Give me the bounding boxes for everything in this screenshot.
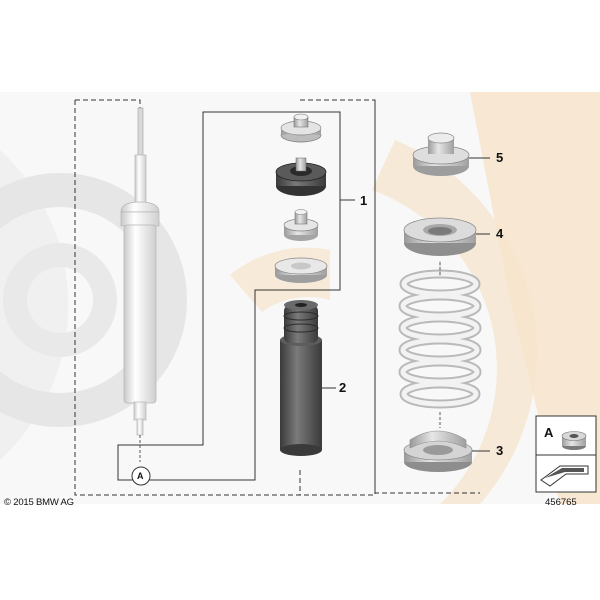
callout-1: 1 xyxy=(360,193,368,208)
part-2-dust-boot xyxy=(280,300,322,456)
copyright-text: © 2015 BMW AG xyxy=(4,497,74,508)
part-4-spring-pad xyxy=(403,217,477,256)
inset-panel xyxy=(535,415,597,493)
inset-label-a: A xyxy=(544,425,554,440)
callout-5: 5 xyxy=(496,150,504,165)
callout-3: 3 xyxy=(496,443,504,458)
part-1-support-plate xyxy=(274,257,328,283)
callout-4: 4 xyxy=(496,226,504,241)
part-1-hex-nut xyxy=(280,113,322,143)
callout-2: 2 xyxy=(339,380,347,395)
part-1-bushing xyxy=(283,209,319,241)
reference-number: 456765 xyxy=(545,497,577,508)
kit-bracket xyxy=(117,111,355,481)
inset-nut-icon xyxy=(561,431,587,450)
shock-absorber xyxy=(120,107,160,462)
coil-spring xyxy=(398,261,482,409)
dashed-frame xyxy=(74,99,480,496)
part-1-dark-mount xyxy=(275,157,327,196)
detail-marker-a xyxy=(131,466,151,486)
part-3-spring-seat xyxy=(403,412,473,472)
detail-marker-a-label: A xyxy=(137,471,144,481)
part-5-top-mount xyxy=(412,132,470,176)
inset-arrow-icon xyxy=(540,465,589,487)
